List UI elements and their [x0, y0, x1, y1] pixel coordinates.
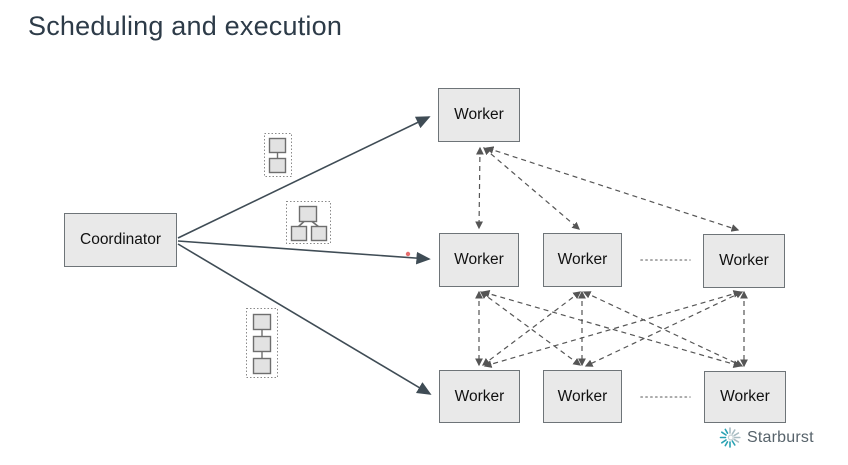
plan-fragment-chain-2-icon: [264, 133, 292, 177]
node-worker-mid-1: Worker: [439, 233, 519, 287]
ellipsis-group: [640, 259, 691, 398]
dashed-link-top-mid3: [485, 146, 740, 232]
node-worker-label: Worker: [720, 388, 770, 405]
plan-fragment-chain-3-icon: [246, 308, 278, 378]
dashed-link-top-mid2: [483, 147, 580, 230]
node-worker-label: Worker: [719, 252, 769, 269]
dashed-link-mid3-bot2: [584, 291, 744, 367]
node-worker-label: Worker: [557, 387, 608, 405]
arrow-coordinator-to-worker-top: [177, 116, 431, 239]
node-coordinator: Coordinator: [64, 213, 177, 267]
solid-arrow-group: [177, 116, 432, 395]
starburst-rays-icon: [719, 427, 741, 448]
dashed-link-top-mid1: [475, 146, 484, 230]
starburst-logo-text: Starburst: [747, 428, 814, 446]
node-worker-label: Worker: [454, 106, 504, 123]
node-worker-label: Worker: [454, 387, 505, 405]
dashed-fan-group: [475, 146, 740, 232]
node-worker-bot-1: Worker: [439, 370, 520, 423]
node-worker-bot-3: Worker: [704, 371, 786, 423]
starburst-logo: Starburst: [719, 425, 814, 450]
plan-fragment-tree-3-icon: [286, 201, 331, 244]
slide-title: Scheduling and execution: [28, 11, 343, 41]
dashed-link-mid2-bot1: [481, 291, 582, 366]
node-worker-top: Worker: [438, 88, 520, 142]
dashed-mesh-group: [475, 290, 748, 368]
node-worker-label: Worker: [557, 251, 608, 268]
dashed-link-mid2-bot3: [582, 291, 744, 367]
node-worker-mid-3: Worker: [703, 234, 785, 288]
node-worker-label: Worker: [454, 251, 504, 268]
arrow-coordinator-to-worker-bot-1: [177, 243, 432, 395]
node-coordinator-label: Coordinator: [80, 231, 161, 248]
node-worker-mid-2: Worker: [543, 233, 622, 287]
laser-pointer-dot: [405, 251, 411, 257]
node-worker-bot-2: Worker: [543, 370, 622, 423]
arrow-coordinator-to-worker-mid-1: [177, 240, 431, 265]
